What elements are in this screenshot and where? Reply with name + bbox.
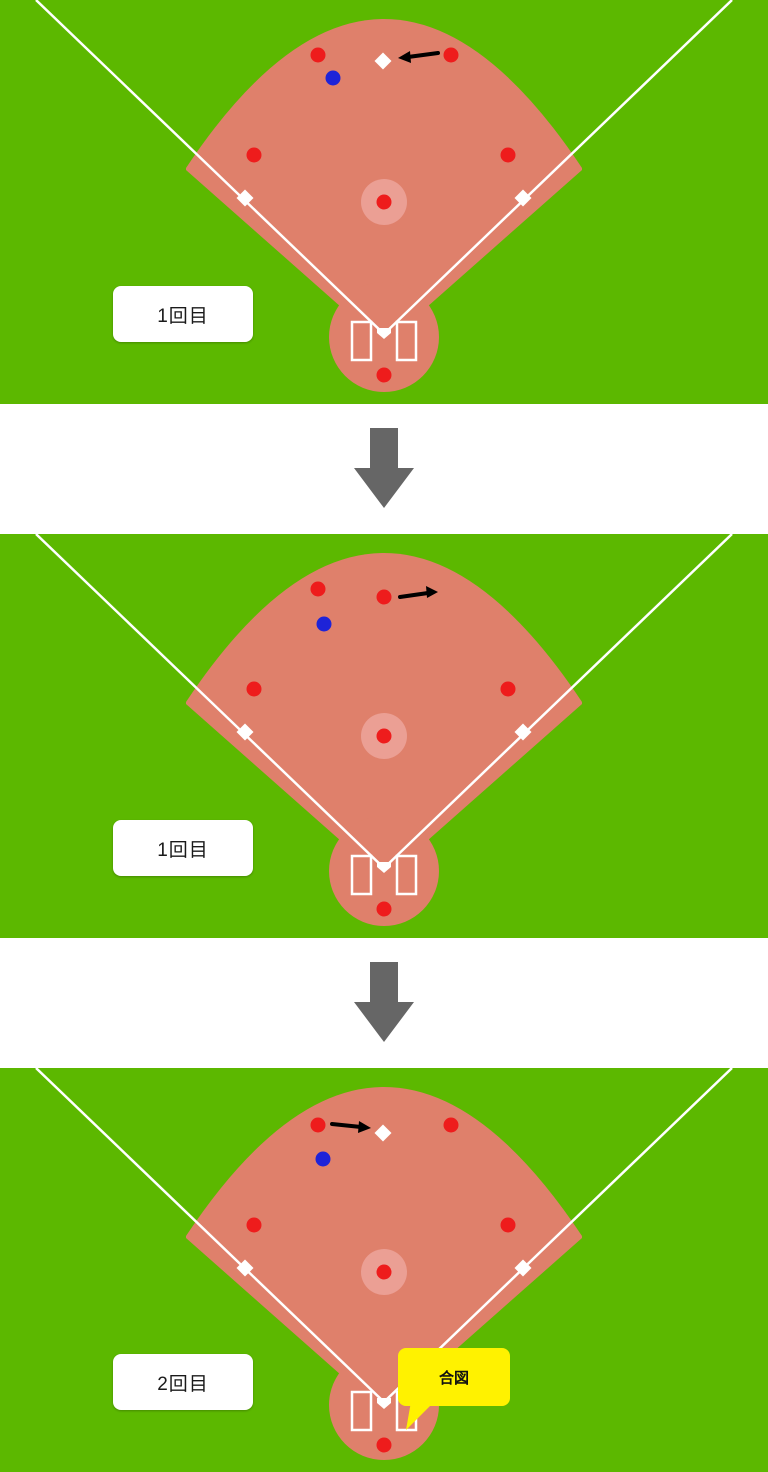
runner-on-second: [325, 70, 341, 86]
batters-box-right: [395, 854, 418, 896]
fielder-pitcher: [376, 194, 392, 210]
fielder-third-baseman: [246, 147, 262, 163]
fielder-catcher: [376, 1437, 392, 1453]
first-base: [514, 1259, 532, 1277]
batters-box-right: [395, 320, 418, 362]
right-arrow-icon: [398, 586, 438, 599]
fielder-shortstop: [310, 581, 326, 597]
third-base: [236, 189, 254, 207]
first-base-foul-line: [383, 1068, 733, 1403]
fielder-second-baseman: [443, 47, 459, 63]
baseball-field-diagram: [0, 1068, 768, 1472]
baseball-field-diagram: [0, 534, 768, 938]
fielder-pitcher: [376, 728, 392, 744]
first-base-foul-line: [383, 0, 733, 335]
down-arrow-icon: [354, 428, 414, 508]
field-panel-3: 2回目 合図: [0, 1068, 768, 1472]
home-plate: [377, 862, 391, 873]
fielder-shortstop: [310, 47, 326, 63]
runner-on-second: [315, 1151, 331, 1167]
signal-callout: 合図: [398, 1348, 510, 1406]
fielder-third-baseman: [246, 681, 262, 697]
field-panel-2: 1回目: [0, 534, 768, 938]
batters-box-left: [350, 320, 373, 362]
first-base: [514, 723, 532, 741]
fielder-catcher: [376, 901, 392, 917]
first-base-foul-line: [383, 534, 733, 869]
inning-label: 2回目: [113, 1354, 253, 1410]
fielder-first-baseman: [500, 147, 516, 163]
down-arrow-icon: [354, 962, 414, 1042]
left-arrow-icon: [398, 51, 440, 63]
first-base: [514, 189, 532, 207]
baseball-field-diagram: [0, 0, 768, 404]
third-base-foul-line: [35, 0, 385, 335]
fielder-second-baseman: [443, 1117, 459, 1133]
batters-box-left: [350, 1390, 373, 1432]
fielder-second-baseman: [376, 589, 392, 605]
fielder-shortstop: [310, 1117, 326, 1133]
batters-box-left: [350, 854, 373, 896]
home-plate: [377, 328, 391, 339]
field-panel-1: 1回目: [0, 0, 768, 404]
inning-label: 1回目: [113, 820, 253, 876]
fielder-third-baseman: [246, 1217, 262, 1233]
fielder-pitcher: [376, 1264, 392, 1280]
inning-label: 1回目: [113, 286, 253, 342]
third-base: [236, 723, 254, 741]
third-base-foul-line: [35, 534, 385, 869]
fielder-first-baseman: [500, 681, 516, 697]
fielder-first-baseman: [500, 1217, 516, 1233]
third-base-foul-line: [35, 1068, 385, 1403]
runner-on-second: [316, 616, 332, 632]
right-arrow-icon: [330, 1121, 371, 1133]
home-plate: [377, 1398, 391, 1409]
fielder-catcher: [376, 367, 392, 383]
